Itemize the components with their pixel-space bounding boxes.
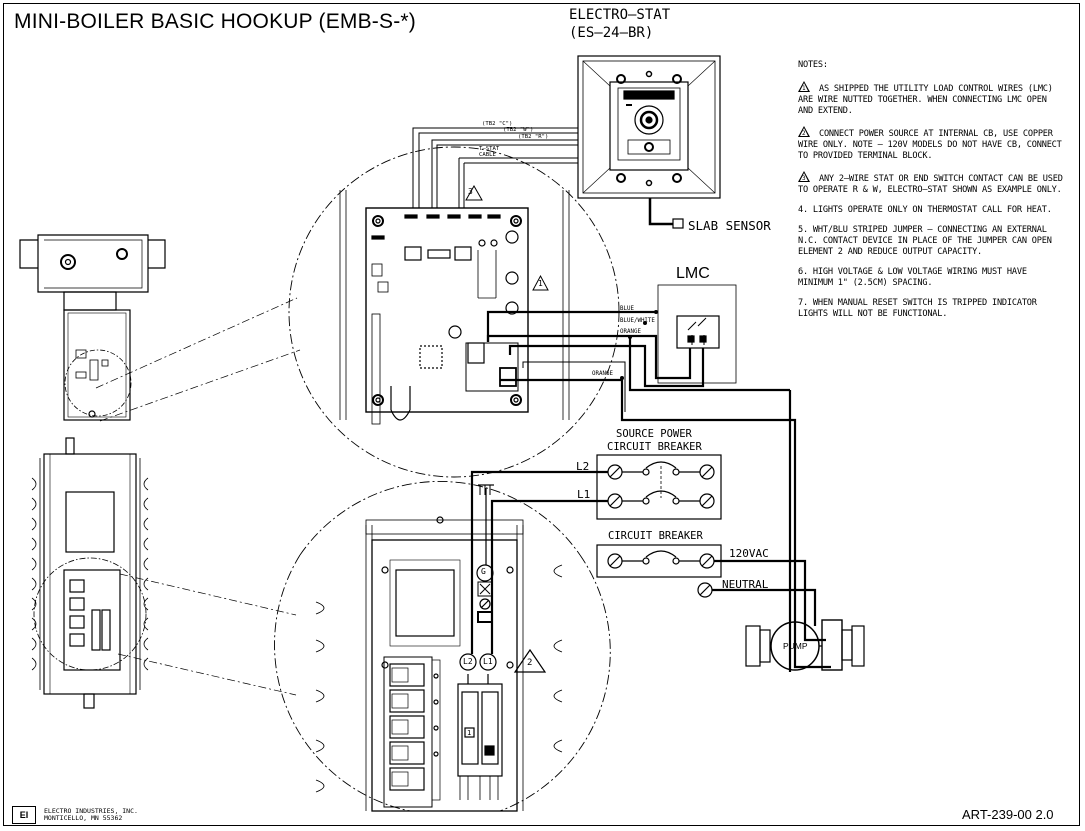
electrostat-thermostat: [577, 55, 721, 199]
slab-sensor-label: SLAB SENSOR: [688, 218, 771, 233]
note-4: 4. LIGHTS OPERATE ONLY ON THERMOSTAT CAL…: [798, 205, 1052, 215]
note-3: 3 ANY 2–WIRE STAT OR END SWITCH CONTACT …: [798, 171, 1066, 196]
source-power-breaker: [596, 454, 722, 520]
blue-white-wire-label: BLUE/WHITE: [620, 318, 655, 324]
panel-detail-circle-right: [499, 554, 611, 812]
orange-wire-label-1: ORANGE: [620, 329, 641, 335]
electrostat-model: (ES–24–BR): [569, 25, 654, 41]
ground-wire: [478, 484, 494, 565]
tstat-cable-label: T–STAT CABLE: [479, 146, 500, 158]
source-power-label: SOURCE POWER: [616, 428, 692, 440]
source-breaker-label: CIRCUIT BREAKER: [607, 441, 702, 453]
note-7: 7. WHEN MANUAL RESET SWITCH IS TRIPPED I…: [798, 298, 1037, 319]
tb2-r-label: (TB2 "R"): [518, 134, 549, 140]
company-city: MONTICELLO, MN 55362: [44, 814, 123, 822]
ground-terminal-label: G: [481, 567, 486, 576]
thermostat-wires: [412, 127, 578, 208]
lmc-label: LMC: [676, 265, 710, 282]
circuit-breaker-label: CIRCUIT BREAKER: [608, 530, 703, 542]
company-logo: EI: [12, 806, 36, 824]
front-view-detail-circle: [33, 557, 147, 671]
neutral-label: NEUTRAL: [722, 578, 769, 591]
diagram-title: MINI-BOILER BASIC HOOKUP (EMB-S-*): [14, 10, 416, 33]
l1-terminal-circle: [479, 653, 497, 671]
note-1-triangle: 1: [798, 81, 810, 92]
orange-junction-2: [620, 376, 624, 380]
electrostat-title: ELECTRO–STAT (ES–24–BR): [569, 6, 670, 42]
lmc-relay: [657, 284, 737, 384]
slab-sensor-icon: [672, 218, 684, 229]
company-info: ELECTRO INDUSTRIES, INC. MONTICELLO, MN …: [44, 808, 138, 822]
drawing-number: ART-239-00 2.0: [962, 807, 1054, 822]
orange-wire-label-2: ORANGE: [592, 371, 613, 377]
front-leader-bottom: [117, 653, 297, 696]
l2-terminal-label: L2: [463, 657, 473, 666]
front-leader-top: [119, 573, 297, 616]
slab-sensor-wire: [648, 198, 673, 226]
orange-junction: [628, 335, 632, 339]
electrostat-name: ELECTRO–STAT: [569, 7, 671, 23]
note-5: 5. WHT/BLU STRIPED JUMPER – CONNECTING A…: [798, 225, 1052, 257]
breaker-panel: [315, 516, 563, 812]
l2-terminal-circle: [459, 653, 477, 671]
note-ref-3-board: 3: [468, 187, 473, 196]
orange-wire-lmc: [522, 361, 626, 412]
company-name: ELECTRO INDUSTRIES, INC.: [44, 807, 138, 815]
note-ref-1-board: 1: [538, 279, 543, 288]
l1-label: L1: [577, 488, 591, 501]
boiler-front-view: [31, 437, 149, 709]
breaker-1-label: 1: [467, 729, 472, 737]
blue-junction: [654, 310, 658, 314]
power-wires: [470, 470, 826, 654]
control-board: [339, 184, 570, 425]
120vac-label: 120VAC: [729, 547, 769, 560]
pump-circuit-breaker: [596, 544, 722, 578]
blue-wire-label: BLUE: [620, 306, 634, 312]
panel-detail-circle-left: [274, 554, 411, 812]
board-leader-bottom: [99, 349, 301, 422]
note-6: 6. HIGH VOLTAGE & LOW VOLTAGE WIRING MUS…: [798, 267, 1027, 288]
l1-terminal-label: L1: [483, 657, 493, 666]
notes-panel: NOTES: 1 AS SHIPPED THE UTILITY LOAD CON…: [798, 60, 1066, 329]
pump-label: PUMP: [783, 641, 808, 651]
note-ref-2-panel: 2: [527, 658, 533, 668]
tb2-c-label: (TB2 "C"): [482, 121, 513, 127]
circulator-pump: [745, 619, 865, 671]
control-wires: [486, 310, 831, 672]
note-1: 1 AS SHIPPED THE UTILITY LOAD CONTROL WI…: [798, 81, 1066, 117]
side-view-detail-circle: [64, 349, 132, 417]
panel-detail-circle-top: [299, 481, 581, 556]
note-3-triangle: 3: [798, 171, 810, 182]
notes-heading: NOTES:: [798, 60, 828, 70]
tb2-w-label: (TB2 "W"): [503, 127, 534, 133]
boiler-side-view: [19, 234, 166, 421]
blue-white-junction: [643, 321, 647, 325]
note-2: 2 CONNECT POWER SOURCE AT INTERNAL CB, U…: [798, 126, 1066, 162]
l2-label: L2: [576, 460, 590, 473]
note-2-triangle: 2: [798, 126, 810, 137]
